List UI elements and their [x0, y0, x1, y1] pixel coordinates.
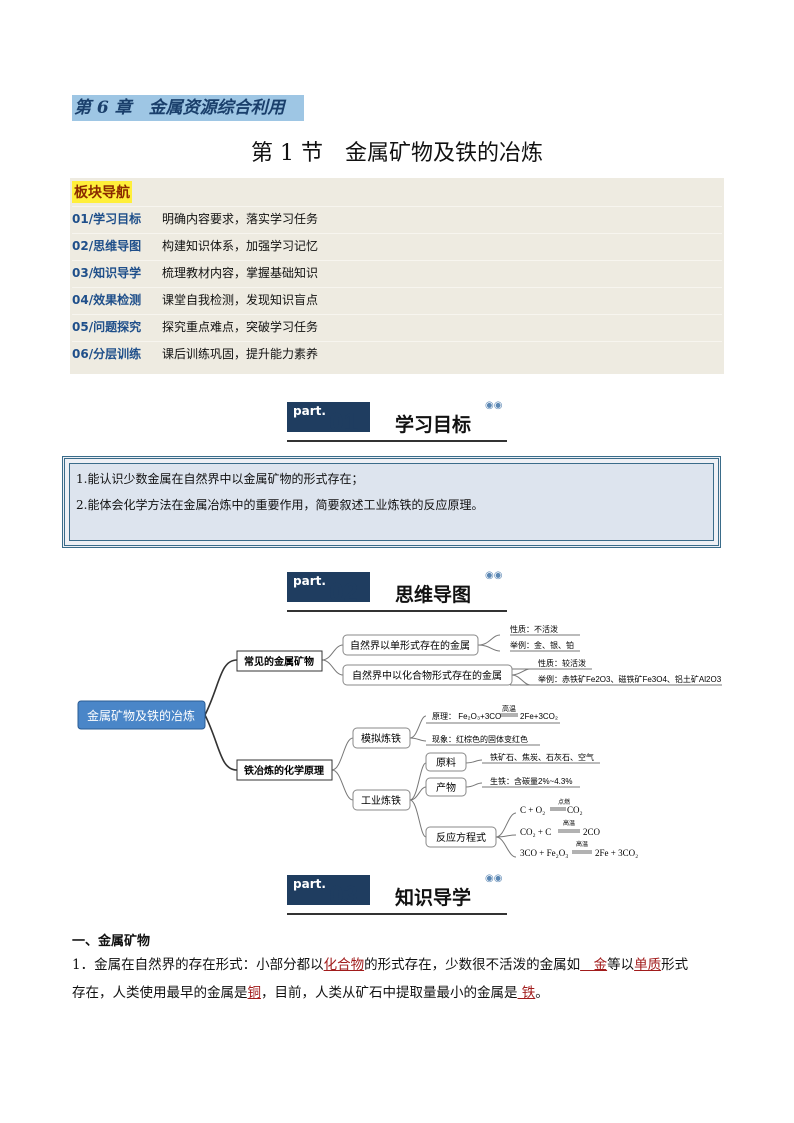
part-title: 知识导学	[395, 887, 472, 909]
mindmap-node	[352, 727, 411, 749]
goal-line: 1.能认识少数金属在自然界中以金属矿物的形式存在；	[76, 472, 364, 486]
mindmap-branch-label: 铁冶炼的化学原理	[244, 764, 324, 777]
knowledge-heading: 一、金属矿物	[72, 934, 151, 949]
nav-row: 01/学习目标 明确内容要求，落实学习任务	[72, 206, 722, 231]
nav-row: 03/知识导学 梳理教材内容，掌握基础知识	[72, 260, 722, 285]
droplet-icon: ◉◉	[485, 873, 503, 884]
part-label: part.	[293, 404, 326, 418]
part-02-banner: part. 02 思维导图 ◉◉	[287, 570, 507, 614]
part-underline	[287, 610, 507, 612]
mindmap-leaf: 举例：金、银、铂	[510, 640, 574, 650]
mindmap-branch	[236, 650, 323, 672]
mindmap-node	[425, 777, 467, 797]
mindmap-node	[352, 789, 411, 811]
nav-key: 03/知识导学	[72, 266, 142, 280]
part-underline	[287, 913, 507, 915]
equation: CO₂	[567, 805, 583, 815]
nav-key: 05/问题探究	[72, 320, 142, 334]
mindmap-node-label: 模拟炼铁	[361, 732, 401, 745]
nav-key: 01/学习目标	[72, 212, 142, 226]
equation-condition: 高温	[563, 819, 575, 827]
nav-desc: 构建知识体系，加强学习记忆	[162, 239, 319, 253]
nav-desc: 梳理教材内容，掌握基础知识	[162, 266, 319, 280]
mind-map: 金属矿物及铁的冶炼 常见的金属矿物 铁冶炼的化学原理 自然界以单形式存在的金属 …	[77, 624, 722, 858]
droplet-icon: ◉◉	[485, 400, 503, 411]
mindmap-node	[425, 752, 467, 772]
mindmap-leaf: 性质：较活泼	[538, 658, 586, 668]
mindmap-node-label: 反应方程式	[436, 831, 486, 844]
part-box: part.	[287, 875, 370, 905]
equation-condition: 点燃	[558, 798, 570, 806]
equation: 2CO	[583, 827, 601, 837]
nav-key: 06/分层训练	[72, 347, 142, 361]
mindmap-leaf: 2Fe+3CO₂	[520, 712, 558, 721]
mindmap-root-label: 金属矿物及铁的冶炼	[87, 708, 195, 723]
part-01-banner: part. 01 学习目标 ◉◉	[287, 400, 507, 444]
mindmap-leaf: 高温	[502, 704, 516, 713]
nav-desc: 探究重点难点，突破学习任务	[162, 320, 319, 334]
nav-key: 02/思维导图	[72, 239, 142, 253]
nav-desc: 明确内容要求，落实学习任务	[162, 212, 319, 226]
part-number: 02	[329, 577, 358, 607]
equation-condition: 高温	[576, 840, 588, 848]
mindmap-node	[342, 664, 513, 686]
mindmap-branch-label: 常见的金属矿物	[244, 655, 314, 668]
part-title: 思维导图	[395, 584, 472, 606]
goal-line: 2.能体会化学方法在金属冶炼中的重要作用，简要叙述工业炼铁的反应原理。	[76, 498, 484, 512]
mindmap-node-label: 自然界中以化合物形式存在的金属	[352, 669, 502, 682]
mindmap-leaf: 原理： Fe₂O₃+3CO	[432, 712, 501, 721]
mindmap-node-label: 自然界以单形式存在的金属	[350, 639, 470, 652]
part-label: part.	[293, 877, 326, 891]
mindmap-leaf: 性质：不活泼	[510, 624, 558, 634]
part-box: part.	[287, 402, 370, 432]
mindmap-leaf: 举例：赤铁矿Fe2O3、磁铁矿Fe3O4、铝土矿Al2O3	[538, 674, 722, 684]
goals-box: 1.能认识少数金属在自然界中以金属矿物的形式存在； 2.能体会化学方法在金属冶炼…	[62, 456, 721, 548]
part-number: 01	[329, 407, 358, 437]
mindmap-leaf: 铁矿石、焦炭、石灰石、空气	[490, 752, 594, 762]
section-title: 第 1 节 金属矿物及铁的冶炼	[251, 141, 543, 166]
part-03-banner: part. 03 知识导学 ◉◉	[287, 873, 507, 917]
mindmap-leaf: 现象：红棕色的固体变红色	[432, 734, 528, 744]
knowledge-paragraph: 存在，人类使用最早的金属是铜，目前，人类从矿石中提取量最小的金属是 铁。	[72, 985, 549, 1001]
chapter-label: 第 6 章 金属资源综合利用	[72, 95, 304, 121]
nav-desc: 课后训练巩固，提升能力素养	[162, 347, 319, 361]
part-title: 学习目标	[395, 414, 472, 436]
mindmap-branch	[236, 759, 333, 781]
mindmap-node	[425, 826, 497, 848]
mindmap-node-label: 工业炼铁	[361, 794, 401, 807]
droplet-icon: ◉◉	[485, 570, 503, 581]
equation: 2Fe + 3CO₂	[595, 848, 638, 858]
nav-row: 06/分层训练 课后训练巩固，提升能力素养	[72, 341, 722, 366]
mindmap-node-label: 原料	[436, 756, 456, 769]
equation: CO₂ + C	[520, 827, 551, 837]
equation: C + O₂	[520, 805, 545, 815]
part-label: part.	[293, 574, 326, 588]
mindmap-leaf: 生铁：含碳量2%~4.3%	[490, 776, 572, 786]
knowledge-paragraph: 1．金属在自然界的存在形式：小部分都以化合物的形式存在，少数很不活泼的金属如 金…	[72, 957, 689, 973]
part-box: part.	[287, 572, 370, 602]
nav-desc: 课堂自我检测，发现知识盲点	[162, 293, 319, 307]
nav-row: 02/思维导图 构建知识体系，加强学习记忆	[72, 233, 722, 258]
equation: 3CO + Fe₂O₃	[520, 848, 568, 858]
mindmap-node-label: 产物	[436, 781, 456, 794]
nav-title: 板块导航	[72, 181, 132, 203]
nav-key: 04/效果检测	[72, 293, 142, 307]
part-number: 03	[329, 880, 358, 910]
nav-row: 05/问题探究 探究重点难点，突破学习任务	[72, 314, 722, 339]
nav-row: 04/效果检测 课堂自我检测，发现知识盲点	[72, 287, 722, 312]
part-underline	[287, 440, 507, 442]
mindmap-node	[342, 634, 479, 656]
mindmap-root-node	[77, 700, 206, 730]
